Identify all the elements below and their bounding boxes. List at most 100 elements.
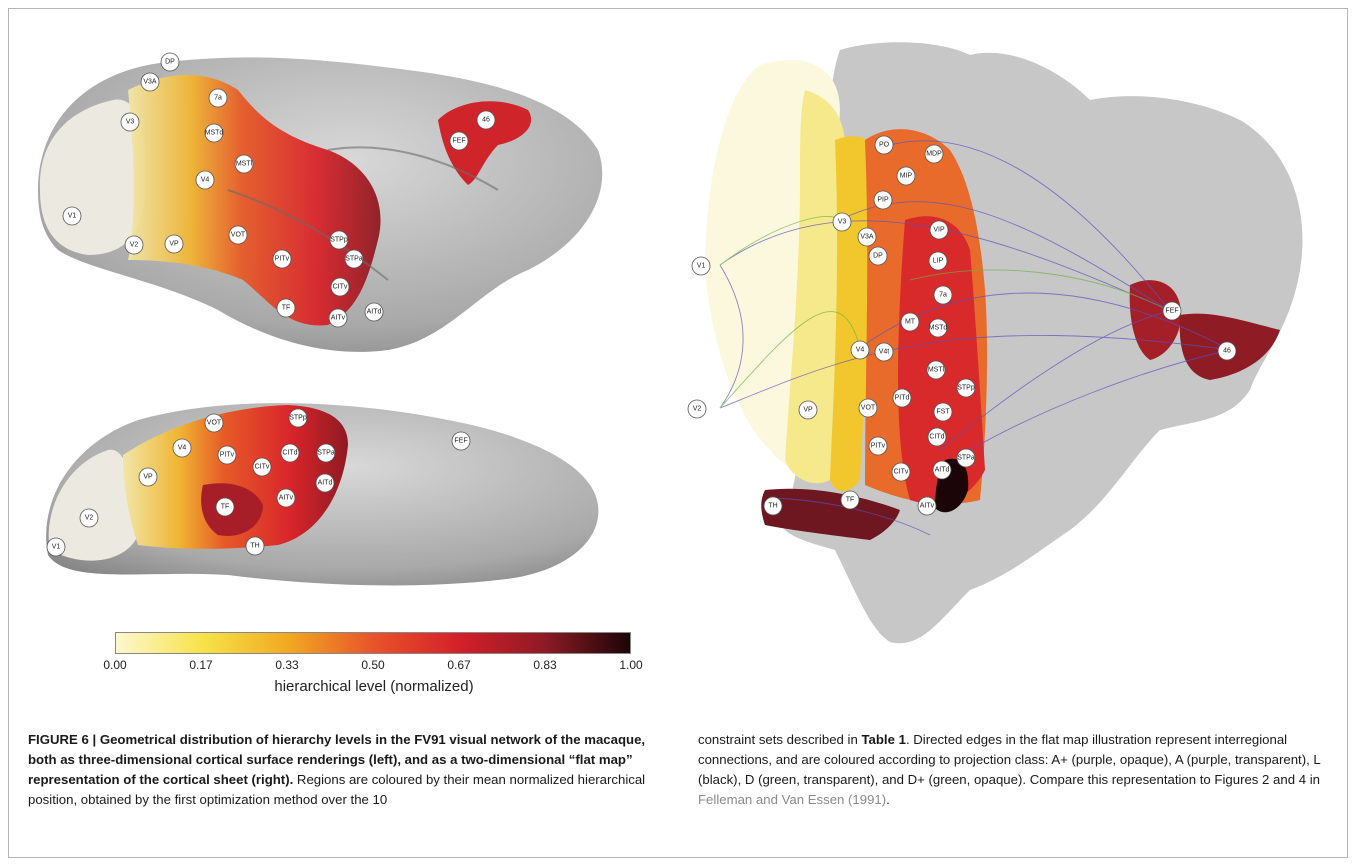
svg-text:STPa: STPa <box>957 455 975 462</box>
caption-left: FIGURE 6 | Geometrical distribution of h… <box>28 730 662 810</box>
figure-frame <box>8 8 1348 858</box>
svg-text:PO: PO <box>879 142 890 149</box>
svg-text:STPa: STPa <box>345 256 363 263</box>
region-node-v4: V4 <box>172 438 192 458</box>
region-node-vot: VOT <box>204 413 224 433</box>
svg-text:7a: 7a <box>214 95 222 102</box>
colorbar-gradient <box>115 632 631 654</box>
region-node-pitd: PITd <box>892 388 912 408</box>
region-node-v3: V3 <box>832 212 852 232</box>
region-node-mstd: MSTd <box>204 123 224 143</box>
region-node-vot: VOT <box>228 225 248 245</box>
svg-text:MSTd: MSTd <box>929 325 948 332</box>
svg-text:PITd: PITd <box>895 395 910 402</box>
region-node-citv: CITv <box>252 457 272 477</box>
svg-text:V1: V1 <box>52 544 61 551</box>
region-node-fef: FEF <box>451 431 471 451</box>
svg-text:PITv: PITv <box>871 443 886 450</box>
svg-text:V3: V3 <box>838 219 847 226</box>
colorbar-label: hierarchical level (normalized) <box>274 678 474 695</box>
svg-text:CITd: CITd <box>282 450 297 457</box>
svg-text:AITv: AITv <box>279 495 294 502</box>
region-node-pitv: PITv <box>272 249 292 269</box>
svg-text:V3: V3 <box>126 119 135 126</box>
svg-text:STPp: STPp <box>289 415 307 422</box>
region-node-mdp: MDP <box>924 144 944 164</box>
sulcus-lateral <box>327 146 499 191</box>
region-node-7a: 7a <box>933 285 953 305</box>
svg-text:CITd: CITd <box>929 434 944 441</box>
svg-text:46: 46 <box>482 117 490 124</box>
svg-text:AITv: AITv <box>331 315 346 322</box>
region-node-pitv: PITv <box>217 445 237 465</box>
caption-body-left: Regions are coloured by their mean norma… <box>28 772 646 807</box>
region-node-v3: V3 <box>120 112 140 132</box>
svg-text:STPp: STPp <box>957 385 975 392</box>
svg-text:VOT: VOT <box>861 405 876 412</box>
region-node-v4: V4 <box>850 340 870 360</box>
svg-text:V3A: V3A <box>860 234 874 241</box>
region-node-stpa: STPa <box>316 443 336 463</box>
caption-heading: FIGURE 6 | Geometrical distribution of h… <box>28 732 646 787</box>
svg-text:VP: VP <box>169 241 179 248</box>
svg-text:V1: V1 <box>68 213 77 220</box>
flat-map-th-region <box>761 488 900 540</box>
region-node-stpp: STPp <box>956 378 976 398</box>
region-node-mstl: MSTl <box>926 360 946 380</box>
caption-body-right-2: . Directed edges in the flat map illustr… <box>698 732 1321 787</box>
svg-text:46: 46 <box>1223 348 1231 355</box>
region-node-v4t: V4t <box>874 342 894 362</box>
region-node-v1: V1 <box>46 537 66 557</box>
svg-text:CITv: CITv <box>255 464 270 471</box>
svg-text:AITv: AITv <box>920 503 935 510</box>
svg-text:LIP: LIP <box>933 258 944 265</box>
svg-text:DP: DP <box>165 59 175 66</box>
colorbar-tick: 1.00 <box>619 658 643 672</box>
region-node-vp: VP <box>164 234 184 254</box>
region-node-po: PO <box>874 135 894 155</box>
svg-text:V4: V4 <box>201 177 210 184</box>
svg-text:V4t: V4t <box>879 349 890 356</box>
region-node-vot: VOT <box>858 398 878 418</box>
citation-link[interactable]: Felleman and Van Essen (1991) <box>698 792 887 807</box>
region-node-tf: TF <box>215 497 235 517</box>
region-node-mip: MIP <box>896 166 916 186</box>
region-node-stpa: STPa <box>344 249 364 269</box>
svg-text:FEF: FEF <box>1165 308 1178 315</box>
colorbar-tick: 0.17 <box>189 658 213 672</box>
region-node-aitv: AITv <box>276 488 296 508</box>
heat-region-frontal <box>438 101 532 185</box>
region-node-pitv: PITv <box>868 436 888 456</box>
colorbar-tick: 0.50 <box>361 658 385 672</box>
svg-text:V3A: V3A <box>143 79 157 86</box>
region-node-vip: VIP <box>929 220 949 240</box>
region-node-th: TH <box>763 496 783 516</box>
svg-text:TF: TF <box>282 305 291 312</box>
svg-text:TF: TF <box>846 497 855 504</box>
region-node-aitv: AITv <box>917 496 937 516</box>
svg-text:7a: 7a <box>939 292 947 299</box>
svg-text:V4: V4 <box>178 445 187 452</box>
svg-text:TH: TH <box>250 543 259 550</box>
region-node-tf: TF <box>840 490 860 510</box>
region-node-v1: V1 <box>62 206 82 226</box>
svg-text:V2: V2 <box>85 515 94 522</box>
svg-text:MSTl: MSTl <box>928 367 945 374</box>
svg-text:AITd: AITd <box>367 309 382 316</box>
svg-text:MSTd: MSTd <box>205 130 224 137</box>
region-node-fef: FEF <box>449 131 469 151</box>
region-node-citv: CITv <box>330 277 350 297</box>
region-node-v4: V4 <box>195 170 215 190</box>
svg-text:VOT: VOT <box>231 232 246 239</box>
svg-text:MT: MT <box>905 319 916 326</box>
svg-text:PIP: PIP <box>877 197 889 204</box>
region-node-pip: PIP <box>873 190 893 210</box>
region-node-th: TH <box>245 536 265 556</box>
region-node-v1: V1 <box>691 256 711 276</box>
svg-text:TF: TF <box>221 504 230 511</box>
svg-text:V1: V1 <box>697 263 706 270</box>
svg-text:VP: VP <box>803 407 813 414</box>
region-node-7a: 7a <box>208 88 228 108</box>
